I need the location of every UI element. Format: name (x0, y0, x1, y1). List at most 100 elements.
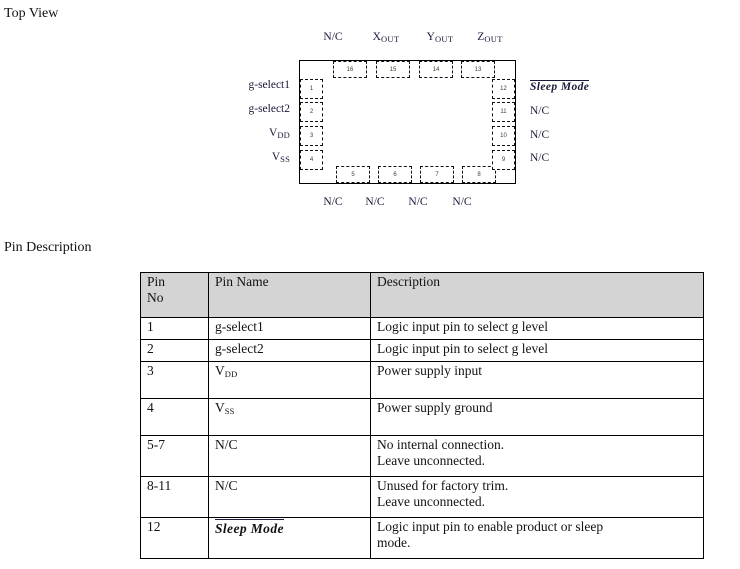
bottom-label-nc-2-text: N/C (365, 196, 385, 208)
left-label-vss: VSS (168, 151, 290, 164)
left-label-g-select1-text: g-select1 (248, 79, 290, 91)
pin-pad-8: 8 (462, 166, 496, 183)
right-label-nc-2: N/C (530, 129, 549, 142)
pin-pad-13: 13 (461, 61, 495, 78)
cell-description-line1: Logic input pin to select g level (377, 319, 548, 334)
top-label-nc-1: N/C (305, 31, 361, 44)
pin-number-10: 10 (500, 133, 507, 139)
pin-pad-1: 1 (300, 79, 323, 99)
left-label-vdd-sub: DD (277, 130, 290, 140)
column-header-description: Description (370, 272, 704, 318)
top-label-yout: YOUT (412, 31, 468, 44)
left-label-g-select2: g-select2 (168, 103, 290, 116)
cell-pin-name: g-select1 (208, 317, 371, 340)
cell-pin-name-base: g-select1 (215, 319, 264, 334)
left-label-vss-sub: SS (280, 154, 290, 164)
cell-description: Unused for factory trim. Leave unconnect… (370, 476, 704, 518)
cell-description-line1: Logic input pin to select g level (377, 341, 548, 356)
table-row: 12 Sleep Mode Logic input pin to enable … (140, 517, 704, 559)
cell-description-line1: Power supply input (377, 363, 483, 378)
top-label-zout-base: Z (477, 31, 485, 43)
cell-pin-no: 3 (140, 361, 209, 399)
table-row: 3 VDD Power supply input (140, 361, 704, 399)
top-label-xout: XOUT (358, 31, 414, 44)
left-label-g-select1: g-select1 (168, 79, 290, 92)
cell-pin-name: VDD (208, 361, 371, 399)
package-body-outline (299, 60, 516, 184)
pin-number-3: 3 (309, 133, 314, 139)
left-label-vdd-base: V (269, 127, 278, 139)
table-header-row: Pin No Pin Name Description (140, 272, 704, 318)
pin-pad-15: 15 (376, 61, 410, 78)
pin-pad-2: 2 (300, 102, 323, 122)
cell-description: Logic input pin to select g level (370, 317, 704, 340)
pin-pad-3: 3 (300, 126, 323, 146)
cell-pin-name-sleep-mode: Sleep Mode (215, 519, 284, 536)
bottom-label-nc-1-text: N/C (323, 196, 343, 208)
bottom-label-nc-3: N/C (390, 196, 446, 209)
pin-description-table: Pin No Pin Name Description 1 g-select1 … (140, 272, 704, 559)
right-label-nc-3: N/C (530, 152, 550, 165)
top-label-xout-sub: OUT (380, 34, 400, 44)
left-label-g-select2-text: g-select2 (248, 103, 290, 115)
top-view-heading: Top View (4, 6, 59, 21)
cell-description-line2: Leave unconnected. (377, 494, 485, 509)
cell-description-line1: Logic input pin to enable product or sle… (377, 519, 604, 534)
cell-pin-name-base: V (215, 363, 225, 378)
top-label-yout-sub: OUT (434, 34, 454, 44)
column-header-pin-no-line2: No (147, 290, 164, 305)
cell-description-line2: mode. (377, 535, 411, 550)
pin-number-9: 9 (501, 157, 506, 163)
pin-pad-4: 4 (300, 150, 323, 170)
package-pinout-diagram: N/C XOUT YOUT ZOUT g-select1 g-select2 V… (0, 0, 740, 225)
bottom-label-nc-1: N/C (305, 196, 361, 209)
cell-pin-no: 1 (140, 317, 209, 340)
cell-pin-name: g-select2 (208, 339, 371, 362)
cell-description: No internal connection. Leave unconnecte… (370, 435, 704, 477)
cell-pin-no: 4 (140, 398, 209, 436)
cell-pin-name-base: V (215, 400, 225, 415)
bottom-label-nc-3-text: N/C (408, 196, 428, 208)
cell-description: Logic input pin to enable product or sle… (370, 517, 704, 559)
bottom-label-nc-2: N/C (347, 196, 403, 209)
top-label-nc-1-text: N/C (323, 31, 343, 43)
right-label-nc-1-text: N/C (530, 105, 550, 117)
pin-pad-14: 14 (419, 61, 453, 78)
right-label-sleep-mode-text: Sleep Mode (530, 80, 590, 93)
cell-pin-name-sub: DD (224, 369, 238, 379)
pin-pad-10: 10 (492, 126, 515, 146)
cell-pin-name-base: N/C (215, 478, 238, 493)
pin-number-7: 7 (435, 171, 439, 178)
pin-pad-5: 5 (336, 166, 370, 183)
pin-description-heading: Pin Description (4, 240, 92, 255)
pin-number-1: 1 (309, 86, 314, 92)
pin-number-4: 4 (309, 157, 314, 163)
cell-pin-name: N/C (208, 435, 371, 477)
pin-pad-6: 6 (378, 166, 412, 183)
top-label-zout-sub: OUT (484, 34, 503, 44)
cell-description-line2: Leave unconnected. (377, 453, 485, 468)
cell-description: Power supply input (370, 361, 704, 399)
pin-number-16: 16 (346, 66, 354, 73)
pin-pad-11: 11 (492, 102, 515, 122)
pin-pad-9: 9 (492, 150, 515, 170)
table-row: 4 VSS Power supply ground (140, 398, 704, 436)
table-row: 8-11 N/C Unused for factory trim. Leave … (140, 476, 704, 518)
right-label-nc-1: N/C (530, 105, 550, 118)
bottom-label-nc-4: N/C (434, 196, 490, 209)
column-header-pin-name: Pin Name (208, 272, 371, 318)
cell-pin-no: 12 (140, 517, 209, 559)
pin-pad-7: 7 (420, 166, 454, 183)
left-label-vss-base: V (271, 151, 281, 163)
right-label-sleep-mode: Sleep Mode (530, 80, 590, 94)
pin-number-15: 15 (389, 66, 397, 73)
top-label-xout-base: X (372, 31, 381, 43)
cell-description-line1: No internal connection. (377, 437, 505, 452)
table-row: 2 g-select2 Logic input pin to select g … (140, 339, 704, 362)
right-label-nc-3-text: N/C (530, 152, 550, 164)
cell-description: Power supply ground (370, 398, 704, 436)
pin-number-6: 6 (393, 171, 397, 178)
pin-number-14: 14 (432, 66, 440, 73)
pin-number-5: 5 (351, 171, 355, 178)
table-row: 1 g-select1 Logic input pin to select g … (140, 317, 704, 340)
